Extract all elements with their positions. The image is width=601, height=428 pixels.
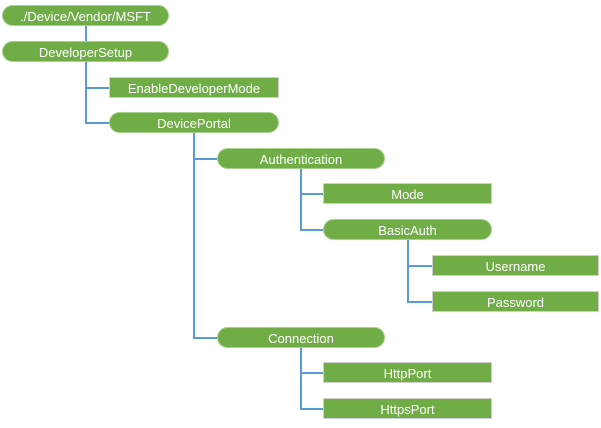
connector-connection-trunk (300, 348, 302, 410)
tree-node-httpsport: HttpsPort (323, 398, 492, 419)
connector-to-deviceportal (85, 122, 109, 124)
connector-developersetup-trunk (85, 62, 87, 124)
connector-to-mode (300, 193, 323, 195)
connector-to-connection (193, 337, 217, 339)
tree-node-connection: Connection (217, 327, 385, 348)
connector-to-enabledevelopermode (85, 87, 109, 89)
connector-to-password (407, 301, 432, 303)
tree-node-root-path: ./Device/Vendor/MSFT (2, 5, 169, 26)
tree-node-basicauth: BasicAuth (323, 219, 492, 240)
tree-node-httpport: HttpPort (323, 362, 492, 383)
connector-to-httpsport (300, 408, 323, 410)
connector-to-authentication (193, 158, 217, 160)
tree-node-authentication: Authentication (217, 148, 385, 169)
connector-to-username (407, 265, 432, 267)
tree-node-username: Username (432, 255, 599, 276)
tree-node-developersetup: DeveloperSetup (2, 41, 169, 62)
tree-node-enabledevelopermode: EnableDeveloperMode (109, 77, 279, 98)
connector-to-httpport (300, 372, 323, 374)
tree-node-password: Password (432, 291, 599, 312)
connector-authentication-trunk (300, 169, 302, 231)
connector-deviceportal-trunk (193, 133, 195, 339)
connector-root-to-developersetup (85, 26, 87, 41)
tree-node-mode: Mode (323, 183, 492, 204)
tree-node-deviceportal: DevicePortal (109, 112, 279, 133)
connector-to-basicauth (300, 229, 323, 231)
connector-basicauth-trunk (407, 240, 409, 303)
